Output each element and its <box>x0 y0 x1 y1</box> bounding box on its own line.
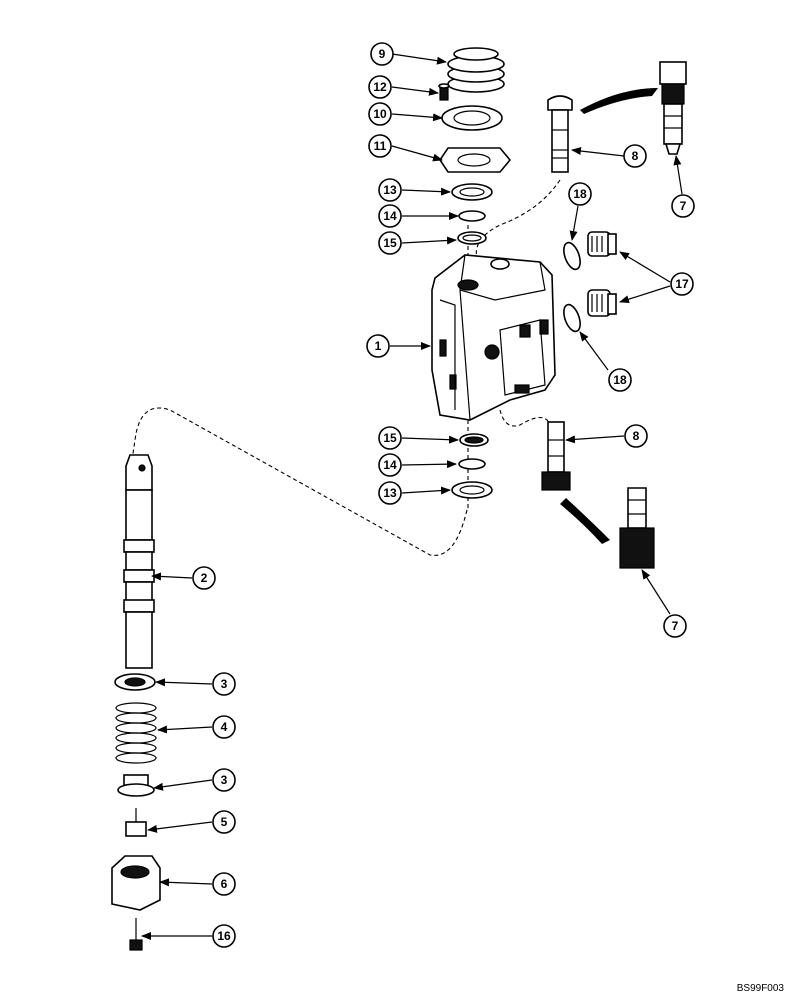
part-3-retainer-top <box>114 673 156 691</box>
part-14-top <box>458 210 486 222</box>
svg-text:17: 17 <box>675 277 689 291</box>
part-1-valve-body <box>431 254 556 421</box>
part-17-plug-bottom <box>587 289 617 317</box>
part-7-top-cartridge <box>659 61 687 155</box>
callout-17: 17 <box>670 272 694 296</box>
svg-text:13: 13 <box>383 486 397 500</box>
part-13-bottom <box>451 481 493 499</box>
callout-7-bottom: 7 <box>663 614 687 638</box>
svg-text:4: 4 <box>221 720 228 734</box>
part-15-bottom <box>459 433 489 447</box>
svg-text:12: 12 <box>373 80 387 94</box>
part-10-plate <box>441 105 503 131</box>
svg-text:14: 14 <box>383 458 397 472</box>
part-15-top <box>457 231 487 245</box>
callout-15-top: 15 <box>378 231 402 255</box>
part-7-bottom-cartridge <box>619 487 655 569</box>
svg-text:18: 18 <box>573 187 587 201</box>
part-5-bolt <box>125 808 147 837</box>
callout-10: 10 <box>368 102 392 126</box>
callout-13-bottom: 13 <box>378 481 402 505</box>
figure-reference-code: BS99F003 <box>736 983 784 994</box>
callout-18-bottom: 18 <box>608 368 632 392</box>
part-9-seal <box>447 47 505 93</box>
part-4-spring <box>115 702 157 764</box>
callout-14-bottom: 14 <box>378 453 402 477</box>
callout-9: 9 <box>370 42 394 66</box>
part-8-bottom-valve <box>541 421 571 491</box>
svg-text:6: 6 <box>221 877 228 891</box>
leader-lines <box>141 53 683 940</box>
callout-3-top: 3 <box>212 672 236 696</box>
svg-text:18: 18 <box>613 373 627 387</box>
svg-text:7: 7 <box>680 199 687 213</box>
part-16-screw <box>129 918 143 951</box>
callout-1: 1 <box>366 334 390 358</box>
part-2-spool <box>123 454 155 669</box>
svg-text:3: 3 <box>221 773 228 787</box>
svg-text:3: 3 <box>221 677 228 691</box>
svg-text:8: 8 <box>633 429 640 443</box>
callout-14-top: 14 <box>378 204 402 228</box>
svg-text:5: 5 <box>221 815 228 829</box>
part-3-retainer-bottom <box>117 774 155 797</box>
svg-text:7: 7 <box>672 619 679 633</box>
part-18-oring-bottom <box>563 303 581 333</box>
svg-text:14: 14 <box>383 209 397 223</box>
svg-text:9: 9 <box>379 47 386 61</box>
part-14-bottom <box>458 458 486 470</box>
swap-arrow-top <box>580 88 658 114</box>
callout-4: 4 <box>212 715 236 739</box>
part-8-top-valve <box>547 95 573 173</box>
part-11-gasket <box>439 147 512 173</box>
callout-13-top: 13 <box>378 178 402 202</box>
swap-arrow-bottom <box>560 498 610 544</box>
callout-16: 16 <box>212 924 236 948</box>
svg-text:13: 13 <box>383 183 397 197</box>
svg-text:1: 1 <box>375 339 382 353</box>
callout-11: 11 <box>368 134 392 158</box>
callout-2: 2 <box>192 566 216 590</box>
callout-7-top: 7 <box>671 194 695 218</box>
svg-text:10: 10 <box>373 107 387 121</box>
callout-6: 6 <box>212 872 236 896</box>
part-18-oring-top <box>563 241 581 271</box>
part-17-plug-top <box>587 231 617 257</box>
callout-3-bottom: 3 <box>212 768 236 792</box>
svg-text:11: 11 <box>374 139 387 153</box>
svg-text:16: 16 <box>217 929 231 943</box>
callout-5: 5 <box>212 810 236 834</box>
svg-text:8: 8 <box>632 149 639 163</box>
callout-18-top: 18 <box>568 182 592 206</box>
callout-8-top: 8 <box>623 144 647 168</box>
part-13-top <box>451 183 493 201</box>
callout-12: 12 <box>368 75 392 99</box>
svg-text:15: 15 <box>383 431 397 445</box>
svg-text:2: 2 <box>201 571 208 585</box>
part-6-cap <box>111 855 161 911</box>
svg-text:15: 15 <box>383 236 397 250</box>
part-12-screw <box>438 83 450 101</box>
callout-8-bottom: 8 <box>624 424 648 448</box>
callout-15-bottom: 15 <box>378 426 402 450</box>
